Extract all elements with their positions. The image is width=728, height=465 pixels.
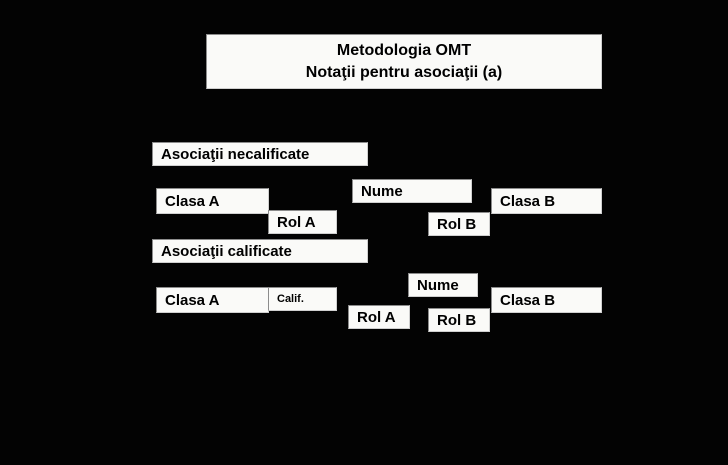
section-label-unqualified: Asociaţii necalificate — [152, 142, 368, 166]
diagram-title-line-2: Notaţii pentru asociaţii (a) — [305, 63, 503, 81]
qualified-role-a: Rol A — [348, 305, 410, 329]
qualified-association-name: Nume — [408, 273, 478, 297]
unqualified-association-name: Nume — [352, 179, 472, 203]
qualified-role-b: Rol B — [428, 308, 490, 332]
unqualified-role-b: Rol B — [428, 212, 490, 236]
qualified-class-b: Clasa B — [491, 287, 602, 313]
diagram-title-line-1: Metodologia OMT — [336, 41, 472, 59]
unqualified-class-b: Clasa B — [491, 188, 602, 214]
unqualified-role-a: Rol A — [268, 210, 337, 234]
qualified-class-a: Clasa A — [156, 287, 269, 313]
qualified-qualifier: Calif. — [268, 287, 337, 311]
unqualified-class-a: Clasa A — [156, 188, 269, 214]
section-label-qualified: Asociaţii calificate — [152, 239, 368, 263]
diagram-title-box: Metodologia OMT Notaţii pentru asociaţii… — [206, 34, 602, 89]
